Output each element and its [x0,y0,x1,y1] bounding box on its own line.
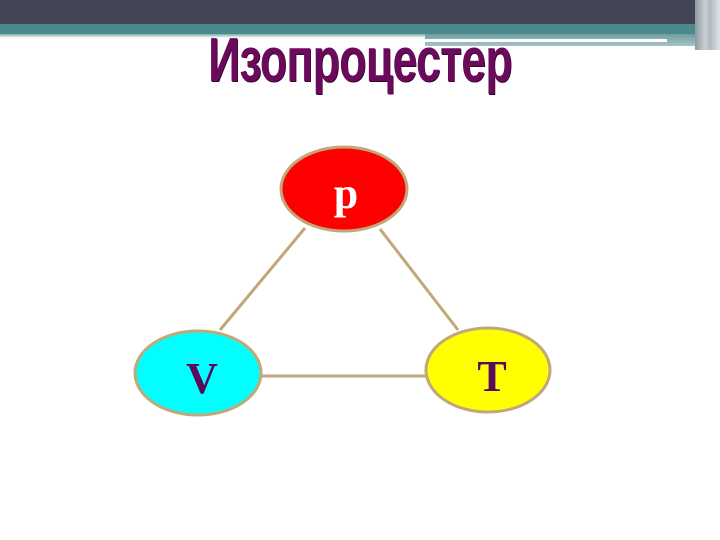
edge-p-t [378,228,460,331]
edge-p-v [218,227,307,331]
header-band-dark [0,0,720,24]
header-band-shadow [0,34,720,38]
node-t-label: T [477,352,507,401]
header-edge-decoration [695,0,720,50]
slide-title: Изопроцестер [208,26,512,95]
node-t-ellipse [424,326,552,414]
node-p-label: p [333,169,359,218]
node-p-ellipse [279,145,409,233]
header-accent-line [425,39,667,42]
header-band-teal [0,24,720,34]
header-accent-line [580,46,695,49]
node-v-label: V [186,354,218,403]
node-v-ellipse [133,329,263,417]
